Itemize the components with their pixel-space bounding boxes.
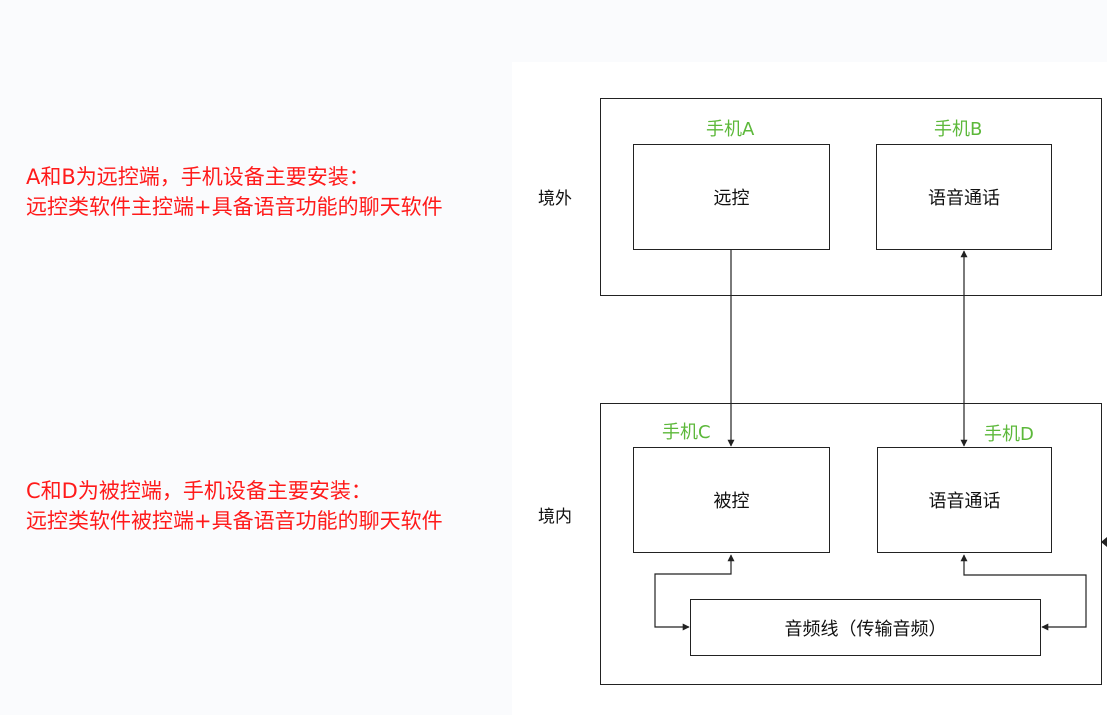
region-label-inside: 境内	[538, 507, 572, 527]
voice-call-label-d: 语音通话	[928, 491, 1001, 512]
phone-c-label: 手机C	[662, 422, 711, 443]
controlled-box: 被控	[633, 447, 830, 553]
remote-control-box: 远控	[633, 144, 830, 250]
outside-note: A和B为远控端，手机设备主要安装： 远控类软件主控端+具备语音功能的聊天软件	[26, 162, 443, 222]
edge-arrowhead	[1101, 537, 1107, 547]
outside-note-line1: A和B为远控端，手机设备主要安装：	[26, 165, 370, 189]
phone-b-label: 手机B	[934, 119, 983, 140]
inside-note-line1: C和D为被控端，手机设备主要安装：	[26, 479, 372, 503]
inside-note: C和D为被控端，手机设备主要安装： 远控类软件被控端+具备语音功能的聊天软件	[26, 476, 443, 536]
phone-a-label: 手机A	[706, 119, 755, 140]
region-label-outside: 境外	[538, 189, 572, 209]
controlled-audio-cable-arrow	[654, 554, 735, 631]
controlled-label: 被控	[713, 491, 750, 512]
inside-note-line2: 远控类软件被控端+具备语音功能的聊天软件	[26, 509, 443, 533]
voice-d-audio-cable-arrow	[960, 554, 1087, 631]
voice-call-box-d: 语音通话	[877, 447, 1052, 553]
remote-control-label: 远控	[713, 188, 750, 209]
audio-cable-label: 音频线（传输音频）	[784, 618, 947, 640]
phone-d-label: 手机D	[984, 424, 1034, 445]
voice-call-label-b: 语音通话	[928, 188, 1000, 209]
voice-call-box-b: 语音通话	[876, 144, 1052, 250]
outside-note-line2: 远控类软件主控端+具备语音功能的聊天软件	[26, 195, 443, 219]
